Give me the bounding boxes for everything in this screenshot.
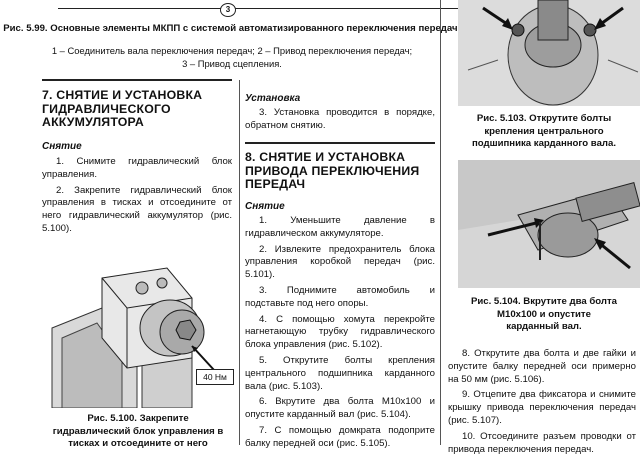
column-divider-left [239,80,240,445]
section8-heading-line3: ПЕРЕДАЧ [245,177,306,191]
install-steps: 3. Установка проводится в порядке, обрат… [245,107,435,136]
fig5100-torque-text: 40 Нм [203,372,227,382]
right-step8: 8. Открутите два болта и две гайки и опу… [448,348,636,385]
fig5104-caption-line1: Рис. 5.104. Вкрутите два болта [470,296,618,307]
section7-heading-line3: АККУМУЛЯТОРА [42,115,144,129]
fig599-title-text: Рис. 5.99. Основные элементы МКПП с сист… [3,23,461,34]
section7-heading-line2: ГИДРАВЛИЧЕСКОГО [42,101,171,116]
section8-heading-line2: ПРИВОДА ПЕРЕКЛЮЧЕНИЯ [245,163,420,178]
fig5103-caption-line2: крепления центрального [484,125,604,137]
section8-step5: 5. Открутите болты крепления центральног… [245,354,435,392]
fig599-frame [58,0,458,9]
section8-step7: 7. С помощью домкрата подоприте балку пе… [245,424,435,449]
install-step3: 3. Установка проводится в порядке, обрат… [245,107,435,131]
right-column-steps: 8. Открутите два болта и две гайки и опу… [448,348,636,459]
section7-removal-heading: Снятие [42,141,82,152]
fig5103-caption: Рис. 5.103. Открутите болты крепления це… [448,113,640,151]
fig5100-caption-line3: тисках и отсоедините от него [68,438,208,449]
section8-heading-line1: 8. СНЯТИЕ И УСТАНОВКА [245,150,406,164]
fig5104-caption-line3: карданный вал. [506,321,582,332]
fig599-legend: 1 – Соединитель вала переключения переда… [0,45,464,70]
fig5104-illustration [458,160,640,288]
fig599-title: Рис. 5.99. Основные элементы МКПП с сист… [0,23,464,36]
section7-steps: 1. Снимите гидравлический блок управлени… [42,156,232,239]
fig599-callout-label: 3 [225,5,231,14]
fig599-legend-line2: 3 – Привод сцепления. [182,57,282,69]
section7-heading: 7. СНЯТИЕ И УСТАНОВКА ГИДРАВЛИЧЕСКОГО АК… [42,88,237,130]
fig5104-caption-line2: M10x100 и опустите [497,308,591,320]
section7-heading-line1: 7. СНЯТИЕ И УСТАНОВКА [42,88,203,102]
install-heading: Установка [245,93,301,104]
fig599-callout: 3 [220,3,236,17]
fig5103-illustration [458,0,640,106]
section8-step4: 4. С помощью хомута перекройте нагнетающ… [245,313,435,351]
section8-rule [245,142,435,144]
fig5104-caption: Рис. 5.104. Вкрутите два болта M10x100 и… [448,296,640,334]
section8-step2: 2. Извлеките предохранитель блока управл… [245,243,435,281]
fig599-legend-line1: 1 – Соединитель вала переключения переда… [51,45,413,56]
fig5100-torque-label: 40 Нм [196,369,234,385]
fig5100-caption-line2: гидравлический блок управления в [52,425,224,437]
fig5100-caption: Рис. 5.100. Закрепите гидравлический бло… [42,413,234,451]
section8-step1: 1. Уменьшите давление в гидравлическом а… [245,215,435,239]
fig5100-caption-line1: Рис. 5.100. Закрепите [87,413,189,424]
column-divider-right [440,0,441,445]
section8-removal-heading: Снятие [245,201,285,212]
right-step9: 9. Отцепите два фиксатора и снимите крыш… [448,389,636,426]
section7-step2: 2. Закрепите гидравлический блок управле… [42,184,232,234]
fig5100-illustration [42,238,234,408]
section7-rule [42,79,232,81]
right-step10: 10. Отсоедините разъем проводки от приво… [448,430,636,455]
section8-steps: 1. Уменьшите давление в гидравлическом а… [245,215,435,454]
fig5103-caption-line1: Рис. 5.103. Открутите болты [476,113,612,124]
section7-step1: 1. Снимите гидравлический блок управлени… [42,156,232,180]
section8-heading: 8. СНЯТИЕ И УСТАНОВКА ПРИВОДА ПЕРЕКЛЮЧЕН… [245,150,440,192]
section8-step3: 3. Поднимите автомобиль и подставьте под… [245,284,435,309]
fig5103-caption-line3: подшипника карданного вала. [471,138,617,149]
section8-step6: 6. Вкрутите два болта M10x100 и опустите… [245,396,435,421]
